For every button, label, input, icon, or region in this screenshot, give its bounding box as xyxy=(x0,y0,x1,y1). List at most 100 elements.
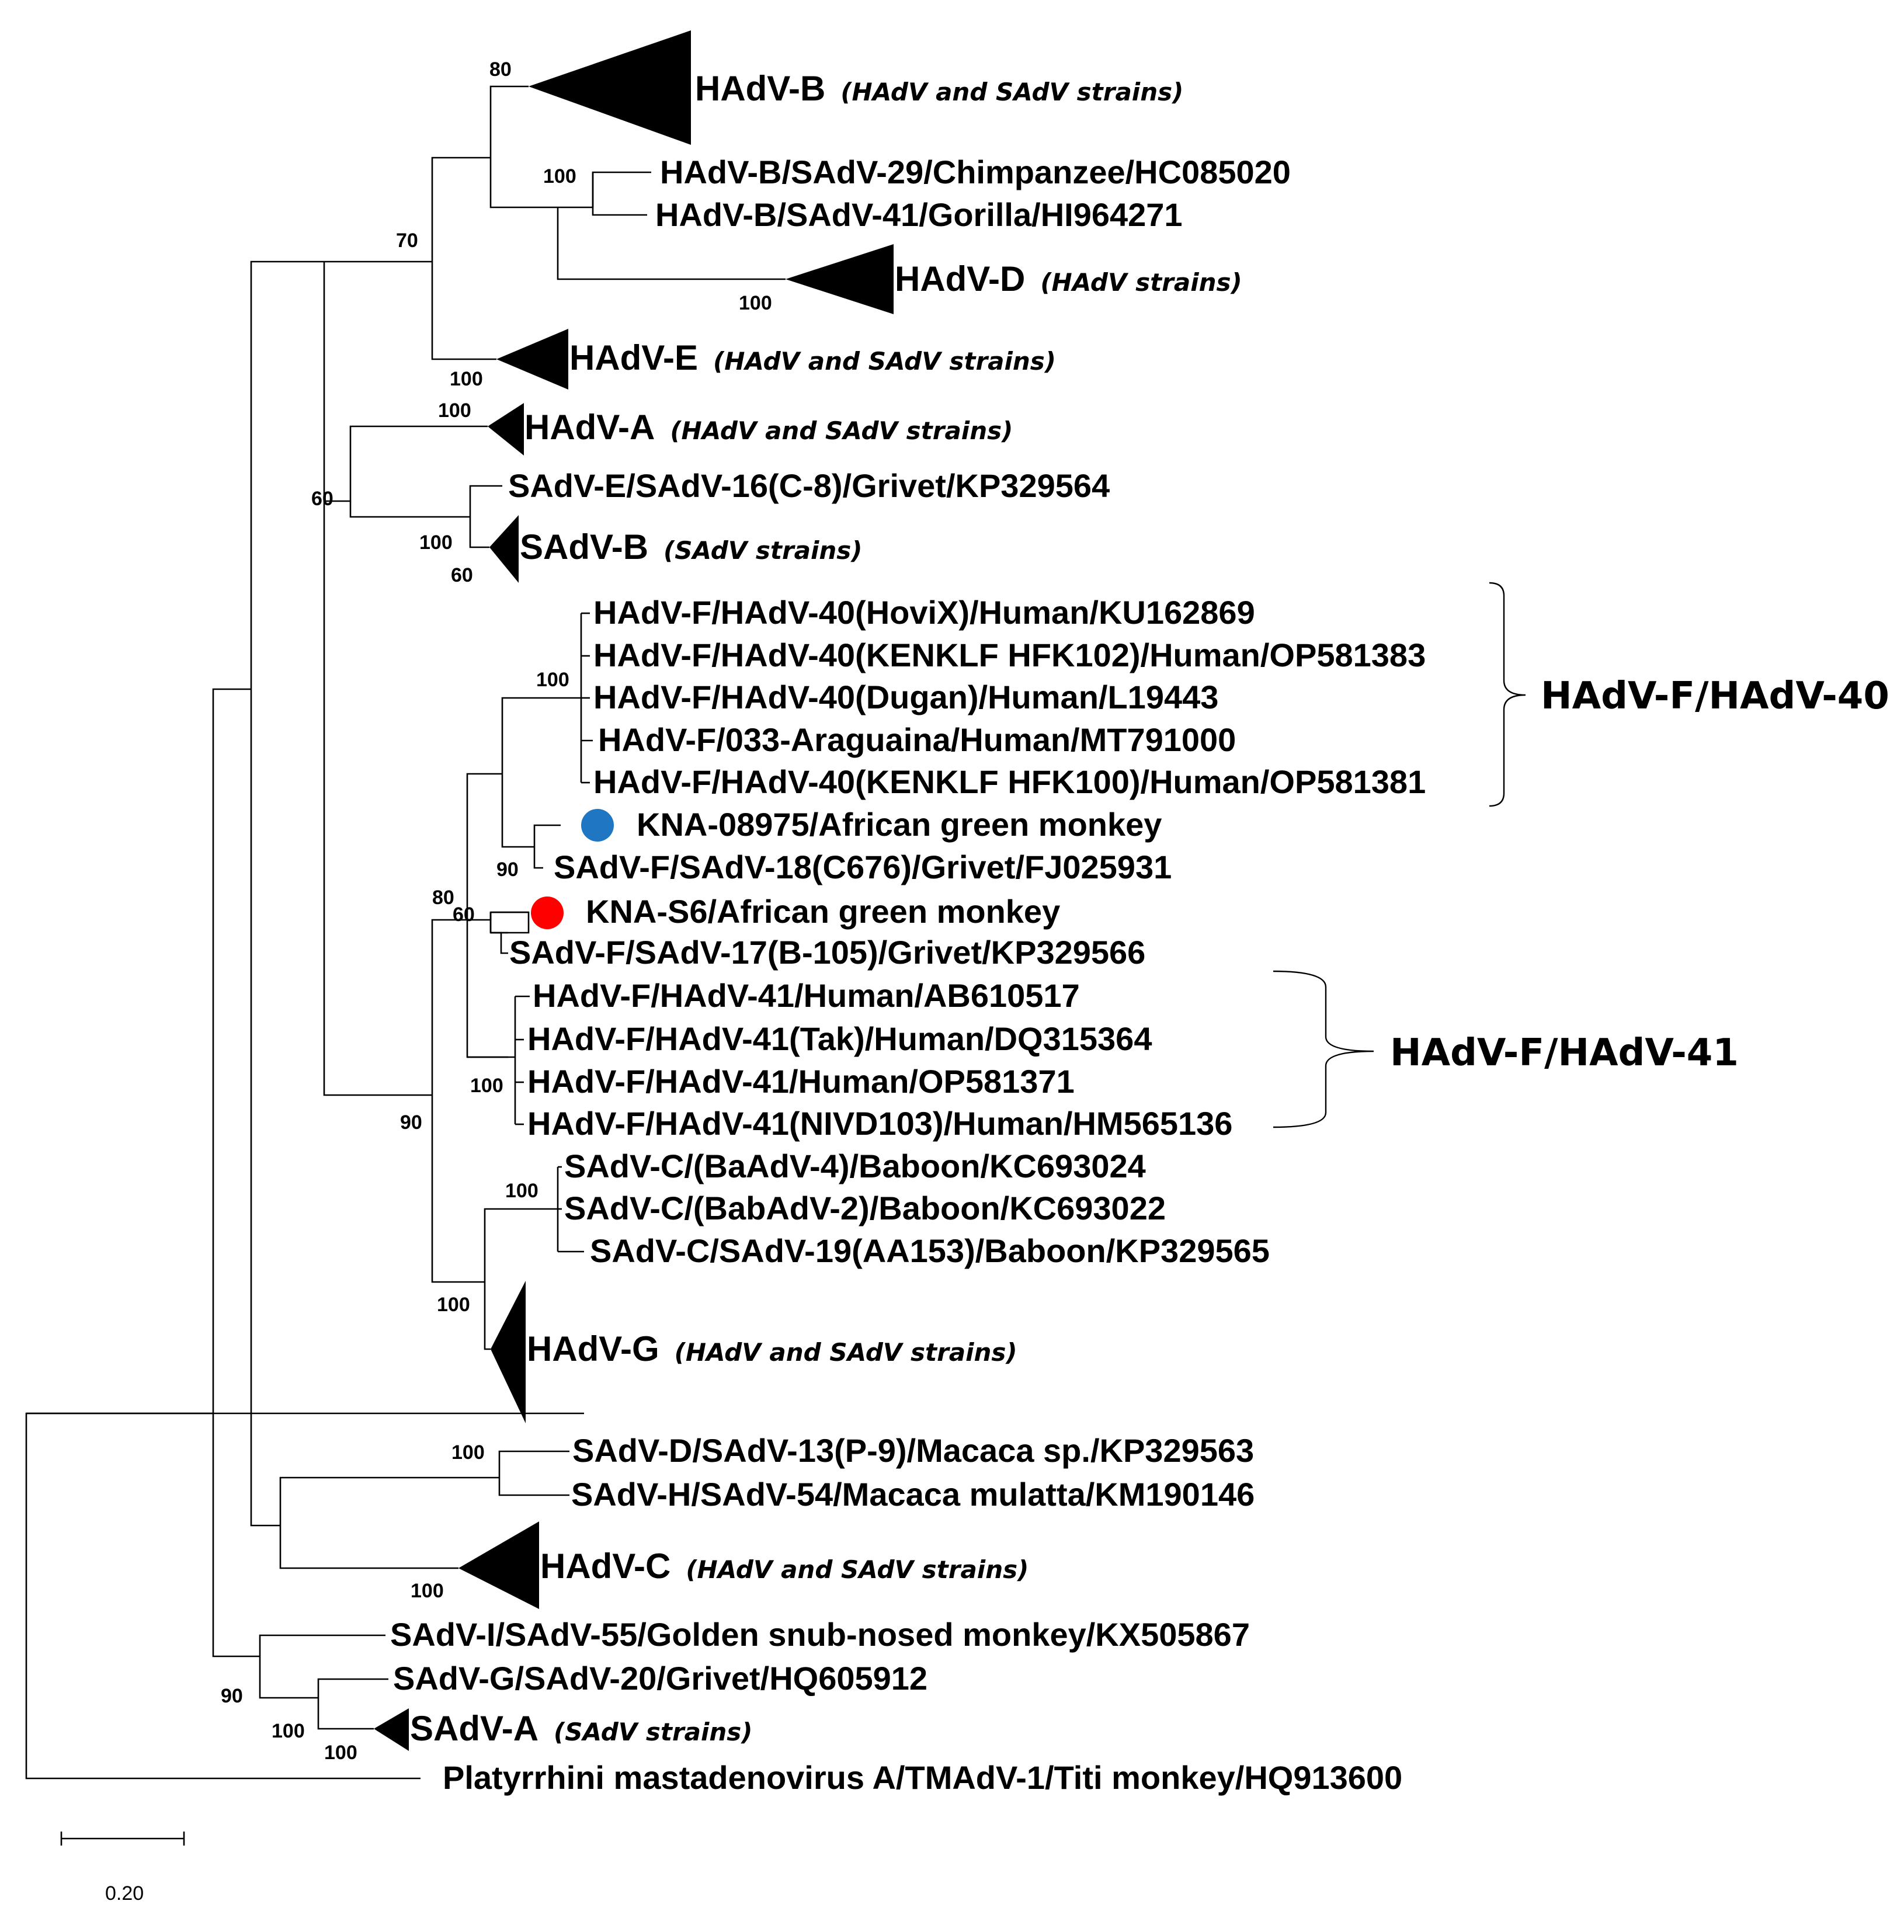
clade-triangle-hadv-c xyxy=(458,1521,539,1609)
leaf-hm565136: HAdV-F/HAdV-41(NIVD103)/Human/HM565136 xyxy=(527,1105,1232,1142)
branch-n4 xyxy=(323,262,432,1096)
bootstrap-baboon: 100 xyxy=(505,1180,538,1202)
leaf-l19443: HAdV-F/HAdV-40(Dugan)/Human/L19443 xyxy=(593,679,1218,715)
bootstrap-node-100-sadv-g: 100 xyxy=(272,1720,305,1742)
scale-bar: 0.20 xyxy=(60,1832,185,1905)
leaf-labels: HAdV-B/SAdV-29/Chimpanzee/HC085020 HAdV-… xyxy=(390,154,1426,1796)
bootstrap-values: 80 100 100 70 100 100 60 100 60 100 90 8… xyxy=(221,58,772,1764)
clade-label-hadv-c: HAdV-C (HAdV and SAdV strains) xyxy=(540,1547,1029,1586)
bootstrap-hadv-c: 100 xyxy=(411,1580,444,1602)
branch-f-mid xyxy=(466,920,508,1058)
branch-kx505867 xyxy=(259,1634,385,1656)
clade-name-hadv-e: HAdV-E xyxy=(569,338,698,377)
branch-hadv-c xyxy=(279,1526,458,1569)
branch-kp329563 xyxy=(498,1450,569,1478)
clade-labels: HAdV-B (HAdV and SAdV strains) HAdV-D (H… xyxy=(410,69,1242,1748)
group-label-hadv41: HAdV-F/HAdV-41 xyxy=(1390,1031,1739,1075)
leaf-knas6: KNA-S6/African green monkey xyxy=(586,893,1060,930)
clade-name-hadv-c: HAdV-C xyxy=(540,1547,670,1586)
branch-macaca-node xyxy=(279,1476,499,1526)
clade-name-hadv-d: HAdV-D xyxy=(895,259,1025,298)
leaf-hq605912: SAdV-G/SAdV-20/Grivet/HQ605912 xyxy=(393,1660,927,1697)
collapsed-clades xyxy=(374,30,894,1751)
leaf-kx505867: SAdV-I/SAdV-55/Golden snub-nosed monkey/… xyxy=(390,1616,1250,1653)
clade-triangle-hadv-d xyxy=(786,244,894,314)
leaf-kp329563: SAdV-D/SAdV-13(P-9)/Macaca sp./KP329563 xyxy=(572,1432,1254,1469)
clade-triangle-hadv-b xyxy=(529,30,691,145)
clade-label-hadv-d: HAdV-D (HAdV strains) xyxy=(895,259,1242,298)
clade-note-sadv-a: (SAdV strains) xyxy=(554,1718,752,1746)
clade-name-sadv-a: SAdV-A xyxy=(410,1709,538,1748)
clade-note-hadv-g: (HAdV and SAdV strains) xyxy=(675,1338,1017,1367)
branch-a-group xyxy=(324,425,488,502)
branch-bd-node xyxy=(489,158,558,209)
branch-hq605912 xyxy=(317,1678,388,1698)
brace-hadv40 xyxy=(1489,582,1526,807)
clade-label-hadv-a: HAdV-A (HAdV and SAdV strains) xyxy=(524,408,1013,447)
bootstrap-node-100-g: 100 xyxy=(437,1294,470,1316)
clade-label-hadv-e: HAdV-E (HAdV and SAdV strains) xyxy=(569,338,1056,377)
clade-name-hadv-b: HAdV-B xyxy=(695,69,825,108)
bootstrap-sadv-e-b: 100 xyxy=(419,531,453,554)
branch-gorilla xyxy=(592,172,647,216)
leaf-hi964271: HAdV-B/SAdV-41/Gorilla/HI964271 xyxy=(655,196,1183,233)
bootstrap-node-60-a: 60 xyxy=(311,488,333,510)
branch-baboon-node xyxy=(484,1208,558,1282)
clade-note-hadv-c: (HAdV and SAdV strains) xyxy=(686,1555,1029,1584)
tree-branches xyxy=(25,85,786,1780)
clade-note-hadv-e: (HAdV and SAdV strains) xyxy=(713,347,1056,376)
branch-g-group xyxy=(431,1095,485,1283)
bootstrap-sadv-a: 100 xyxy=(324,1742,357,1764)
branch-b-node xyxy=(489,85,529,158)
clade-name-hadv-g: HAdV-G xyxy=(527,1329,659,1368)
brace-hadv41 xyxy=(1273,970,1374,1128)
clade-label-sadv-a: SAdV-A (SAdV strains) xyxy=(410,1709,753,1748)
branch-40-node xyxy=(501,697,581,774)
clade-triangle-sadv-a xyxy=(374,1708,409,1751)
bootstrap-hadv-a: 100 xyxy=(438,399,471,422)
clade-name-sadv-b: SAdV-B xyxy=(520,527,648,567)
branch-kp329566 xyxy=(491,932,508,954)
marker-dot-knas6 xyxy=(531,896,564,929)
clade-label-hadv-b: HAdV-B (HAdV and SAdV strains) xyxy=(695,69,1183,108)
bootstrap-node-90-low: 90 xyxy=(221,1685,243,1707)
branch-kna08975 xyxy=(533,824,561,847)
sample-markers xyxy=(531,809,614,929)
branch-e xyxy=(431,262,496,360)
leaf-kp329566: SAdV-F/SAdV-17(B-105)/Grivet/KP329566 xyxy=(509,934,1145,971)
clade-note-sadv-b: (SAdV strains) xyxy=(663,536,862,565)
leaf-op581383: HAdV-F/HAdV-40(KENKLF HFK102)/Human/OP58… xyxy=(593,637,1426,673)
clade-label-sadv-b: SAdV-B (SAdV strains) xyxy=(520,527,863,567)
branch-n7 xyxy=(250,689,280,1527)
leaf-op581381: HAdV-F/HAdV-40(KENKLF HFK100)/Human/OP58… xyxy=(593,763,1426,800)
branch-chimp-gorilla xyxy=(557,207,786,280)
clade-triangle-hadv-g xyxy=(491,1281,526,1423)
leaf-ku162869: HAdV-F/HAdV-40(HoviX)/Human/KU162869 xyxy=(593,594,1255,631)
clade-triangle-hadv-a xyxy=(488,403,524,456)
bootstrap-chimp-gorilla: 100 xyxy=(543,165,576,187)
bootstrap-hadv-d: 100 xyxy=(739,292,772,314)
marker-dot-kna08975 xyxy=(581,809,614,842)
clade-label-hadv-g: HAdV-G (HAdV and SAdV strains) xyxy=(527,1329,1017,1368)
leaf-op581371: HAdV-F/HAdV-41/Human/OP581371 xyxy=(527,1063,1075,1100)
leaf-kc693022: SAdV-C/(BabAdV-2)/Baboon/KC693022 xyxy=(564,1190,1166,1226)
branch-hadv-g xyxy=(484,1282,491,1350)
branch-s6-pair xyxy=(489,911,530,934)
branch-sadv-a xyxy=(317,1698,374,1730)
clade-note-hadv-d: (HAdV strains) xyxy=(1040,268,1242,297)
group-label-hadv40: HAdV-F/HAdV-40 xyxy=(1541,675,1889,718)
leaf-kp329564: SAdV-E/SAdV-16(C-8)/Grivet/KP329564 xyxy=(508,467,1110,504)
clade-triangle-hadv-e xyxy=(496,329,568,390)
bootstrap-hadv41: 100 xyxy=(470,1075,503,1097)
branch-kna-node xyxy=(501,774,534,848)
branch-sadv-eb xyxy=(349,501,470,518)
clade-triangle-sadv-b xyxy=(489,515,519,583)
bootstrap-node-90-f: 90 xyxy=(400,1111,422,1134)
bootstrap-hadv-e: 100 xyxy=(450,368,483,390)
leaf-mt791000: HAdV-F/033-Araguaina/Human/MT791000 xyxy=(598,721,1236,758)
scale-bar-label: 0.20 xyxy=(105,1882,144,1905)
bootstrap-macaca: 100 xyxy=(451,1441,485,1464)
leaf-ab610517: HAdV-F/HAdV-41/Human/AB610517 xyxy=(533,977,1080,1014)
branch-n9 xyxy=(212,1413,260,1658)
